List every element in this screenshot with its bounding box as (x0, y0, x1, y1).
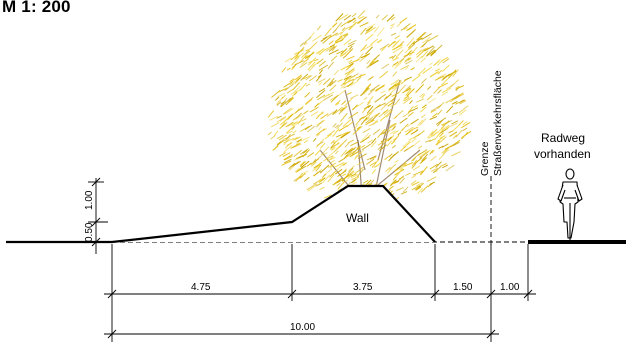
height-1-00-label: 1.00 (84, 190, 95, 210)
dimension-3-75-label: 3.75 (353, 282, 373, 293)
dimension-10-00-label: 10.00 (290, 322, 315, 333)
cyclist-icon (557, 168, 583, 241)
radweg-surface (528, 240, 626, 244)
dimension-4-75-label: 4.75 (191, 282, 211, 293)
height-dimension (88, 177, 108, 254)
dimension-1-50-label: 1.50 (453, 282, 473, 293)
height-0-50-label: 0.50 (84, 222, 95, 242)
radweg-label: Radweg (541, 131, 585, 145)
vorhanden-label: vorhanden (534, 147, 591, 161)
scale-label: M 1: 200 (2, 0, 71, 16)
dimension-chain (104, 244, 536, 342)
wall-label: Wall (346, 211, 369, 225)
strassenverkehrsflaeche-label: Straßenverkehrsfläche (492, 70, 504, 176)
grenze-label: Grenze (479, 141, 491, 176)
embankment-profile (111, 184, 436, 244)
dimension-1-00-label: 1.00 (500, 282, 520, 293)
